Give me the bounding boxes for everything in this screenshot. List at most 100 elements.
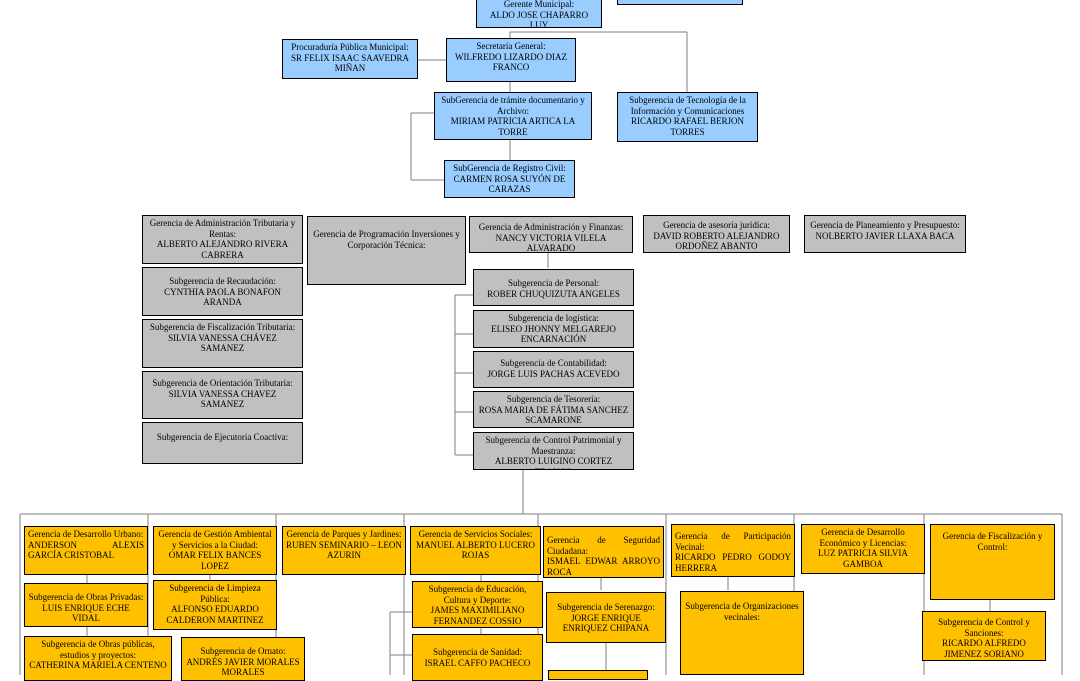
node-name: ELISEO JHONNY MELGAREJO ENCARNACIÓN — [491, 323, 616, 345]
top-right-box — [617, 0, 743, 5]
node-gerente-municipal: Gerente Municipal: ALDO JOSE CHAPARRO LU… — [476, 0, 602, 28]
node-name: ROSA MARIA DE FÁTIMA SANCHEZ SCAMARONE — [478, 404, 629, 426]
node-title: Subgerencia de Fiscalización Tributaria: — [149, 322, 296, 332]
node-title: Gerencia de Seguridad Ciudadana: — [547, 535, 660, 556]
node-seguridad-ciudadana: Gerencia de Seguridad Ciudadana: ISMAEL … — [543, 526, 664, 578]
node-name: SILVIA VANESSA CHAVEZ SAMANEZ — [168, 388, 277, 410]
node-title: Gerencia de Programación Inversiones y C… — [313, 229, 460, 250]
node-title: Subgerencia de Serenazgo: — [557, 602, 655, 612]
node-title: Subgerencia de Recaudación: — [169, 276, 276, 286]
node-educacion-cultura: Subgerencia de Educación, Cultura y Depo… — [412, 581, 543, 628]
node-name: DAVID ROBERTO ALEJANDRO ORDOÑEZ ABANTO — [653, 230, 780, 252]
node-tecnologia: Subgerencia de Tecnología de la Informac… — [617, 92, 758, 142]
node-asesoria-juridica: Gerencia de asesoría jurídica: DAVID ROB… — [643, 215, 790, 253]
node-name: RUBEN SEMINARIO – LEON AZURIN — [286, 539, 402, 561]
node-title: Gerencia de Desarrollo Urbano: — [28, 529, 144, 539]
node-adm-finanzas: Gerencia de Administración y Finanzas: N… — [469, 216, 633, 253]
node-title: Subgerencia de Organizaciones vecinales: — [685, 601, 799, 622]
node-title: Gerencia de Servicios Sociales: — [418, 529, 533, 539]
node-title: Gerencia de Gestión Ambiental y Servicio… — [158, 529, 272, 550]
node-title: Subgerencia de Sanidad: — [433, 647, 522, 657]
node-sanidad: Subgerencia de Sanidad: ISRAEL CAFFO PAC… — [412, 634, 543, 681]
node-name: OMAR FELIX BANCES LOPEZ — [168, 550, 262, 571]
node-tesoreria: Subgerencia de Tesorería: ROSA MARIA DE … — [473, 391, 634, 428]
node-recaudacion: Subgerencia de Recaudación: CYNTHIA PAOL… — [142, 267, 303, 316]
node-org-vecinales: Subgerencia de Organizaciones vecinales: — [680, 591, 804, 675]
node-name: CYNTHIA PAOLA BONAFON ARANDA — [164, 286, 281, 308]
node-name: ALDO JOSE CHAPARRO LUY — [489, 9, 589, 28]
node-title: Subgerencia de Personal: — [508, 278, 599, 288]
node-desarrollo-urbano: Gerencia de Desarrollo Urbano: ANDERSON … — [24, 526, 148, 575]
node-title: Subgerencia de Tecnología de la Informac… — [629, 95, 746, 116]
node-title: Gerencia de asesoría jurídica: — [663, 220, 770, 230]
node-name: CARMEN ROSA SUYÓN DE CARAZAS — [453, 173, 566, 195]
node-title: Subgerencia de Ornato: — [200, 646, 286, 656]
node-fiscalizacion-tributaria: Subgerencia de Fiscalización Tributaria:… — [142, 319, 303, 368]
node-title: Gerencia de Participación Vecinal: — [675, 531, 791, 552]
node-name: NANCY VICTORIA VILELA ALVARADO — [495, 232, 607, 253]
node-title: Subgerencia de Ejecutoria Coactiva: — [156, 432, 289, 442]
node-title: Subgerencia de Obras Privadas: — [28, 592, 144, 602]
node-partial-bottom — [548, 670, 648, 680]
node-name: RICARDO RAFAEL BERJON TORRES — [630, 116, 744, 137]
node-title: Subgerencia de Contabilidad: — [500, 358, 607, 368]
node-title: Subgerencia de Educación, Cultura y Depo… — [428, 584, 527, 605]
node-name: ANDERSON ALEXIS GARCÍA CRISTOBAL — [28, 539, 144, 561]
node-title: Subgerencia de Tesorería: — [506, 394, 601, 404]
node-programacion-inversiones: Gerencia de Programación Inversiones y C… — [307, 216, 466, 285]
node-title: Subgerencia de Control y Sanciones: — [938, 617, 1030, 638]
node-title: Gerencia de Planeamiento y Presupuesto: — [810, 220, 960, 230]
node-name: WILFREDO LIZARDO DIAZ FRANCO — [455, 51, 567, 73]
node-limpieza-publica: Subgerencia de Limpieza Pública: ALFONSO… — [153, 580, 277, 630]
node-name: LUIS ENRIQUE ECHE VIDAL — [42, 602, 130, 624]
node-desarrollo-economico: Gerencia de Desarrollo Económico y Licen… — [801, 524, 925, 574]
node-name: JAMES MAXIMILIANO FERNANDEZ COSSIO — [430, 605, 525, 626]
node-title: SubGerencia de trámite documentario y Ar… — [441, 95, 585, 116]
node-control-patrimonial: Subgerencia de Control Patrimonial y Mae… — [473, 432, 634, 470]
node-name: NOLBERTO JAVIER LLAXA BACA — [815, 230, 955, 241]
node-name: ALBERTO ALEJANDRO RIVERA CABRERA — [156, 239, 289, 260]
node-participacion-vecinal: Gerencia de Participación Vecinal: RICAR… — [671, 524, 795, 577]
node-name: ISRAEL CAFFO PACHECO — [424, 657, 531, 668]
node-name: JORGE ENRIQUE ENRIQUEZ CHIPANA — [562, 612, 650, 634]
node-name: JORGE LUIS PACHAS ACEVEDO — [487, 368, 620, 379]
node-title: Gerente Municipal: — [503, 0, 575, 9]
node-servicios-sociales: Gerencia de Servicios Sociales: MANUEL A… — [410, 526, 541, 575]
node-title: Subgerencia de logística: — [508, 313, 599, 323]
node-title: Subgerencia de Control Patrimonial y Mae… — [485, 435, 622, 456]
node-title: Subgerencia de Obras públicas, estudios … — [41, 639, 155, 660]
node-title: Procuraduría Pública Municipal: — [291, 42, 409, 52]
node-name: LUZ PATRICIA SILVIA GAMBOA — [818, 548, 908, 569]
node-parques-jardines: Gerencia de Parques y Jardines: RUBEN SE… — [282, 526, 406, 575]
node-title: Gerencia de Administración Tributaria y … — [149, 218, 296, 239]
node-adm-tributaria: Gerencia de Administración Tributaria y … — [142, 215, 303, 264]
node-personal: Subgerencia de Personal: ROBER CHUQUIZUT… — [473, 269, 634, 306]
node-name: MANUEL ALBERTO LUCERO ROJAS — [416, 539, 535, 561]
node-secretaria-general: Secretaría General: WILFREDO LIZARDO DIA… — [446, 38, 576, 82]
node-name: ANDRÉS JAVIER MORALES MORALES — [186, 656, 300, 678]
node-gestion-ambiental: Gerencia de Gestión Ambiental y Servicio… — [153, 526, 277, 575]
node-name: CATHERINA MARIELA CENTENO — [29, 660, 167, 670]
node-name: ALBERTO LUIGINO CORTEZ TRAUCO — [494, 456, 613, 469]
node-name: SR FELIX ISAAC SAAVEDRA MIÑAN — [290, 52, 410, 74]
node-ornato: Subgerencia de Ornato: ANDRÉS JAVIER MOR… — [181, 637, 305, 681]
node-registro-civil: SubGerencia de Registro Civil: CARMEN RO… — [444, 160, 575, 198]
node-name: MIRIAM PATRICIA ARTICA LA TORRE — [450, 116, 576, 137]
node-title: Subgerencia de Orientación Tributaria: — [152, 378, 293, 388]
node-title: SubGerencia de Registro Civil: — [453, 163, 566, 173]
node-obras-privadas: Subgerencia de Obras Privadas: LUIS ENRI… — [24, 583, 148, 627]
node-title: Secretaría General: — [476, 41, 546, 51]
node-title: Gerencia de Desarrollo Económico y Licen… — [819, 527, 907, 548]
node-obras-publicas: Subgerencia de Obras públicas, estudios … — [24, 636, 172, 681]
node-title: Subgerencia de Limpieza Pública: — [169, 583, 261, 604]
node-name: RICARDO ALFREDO JIMENEZ SORIANO — [942, 638, 1026, 659]
node-tramite-documentario: SubGerencia de trámite documentario y Ar… — [434, 92, 592, 140]
node-orientacion-tributaria: Subgerencia de Orientación Tributaria: S… — [142, 371, 303, 419]
node-planeamiento: Gerencia de Planeamiento y Presupuesto: … — [804, 215, 966, 253]
node-name: ROBER CHUQUIZUTA ANGELES — [487, 288, 620, 299]
node-name: RICARDO PEDRO GODOY HERRERA — [675, 552, 791, 573]
node-name: ISMAEL EDWAR ARROYO ROCA — [547, 556, 660, 577]
node-procuraduria: Procuraduría Pública Municipal: SR FELIX… — [282, 39, 418, 79]
node-name: ALFONSO EDUARDO CALDERON MARTINEZ — [166, 604, 264, 625]
node-logistica: Subgerencia de logística: ELISEO JHONNY … — [473, 310, 634, 348]
